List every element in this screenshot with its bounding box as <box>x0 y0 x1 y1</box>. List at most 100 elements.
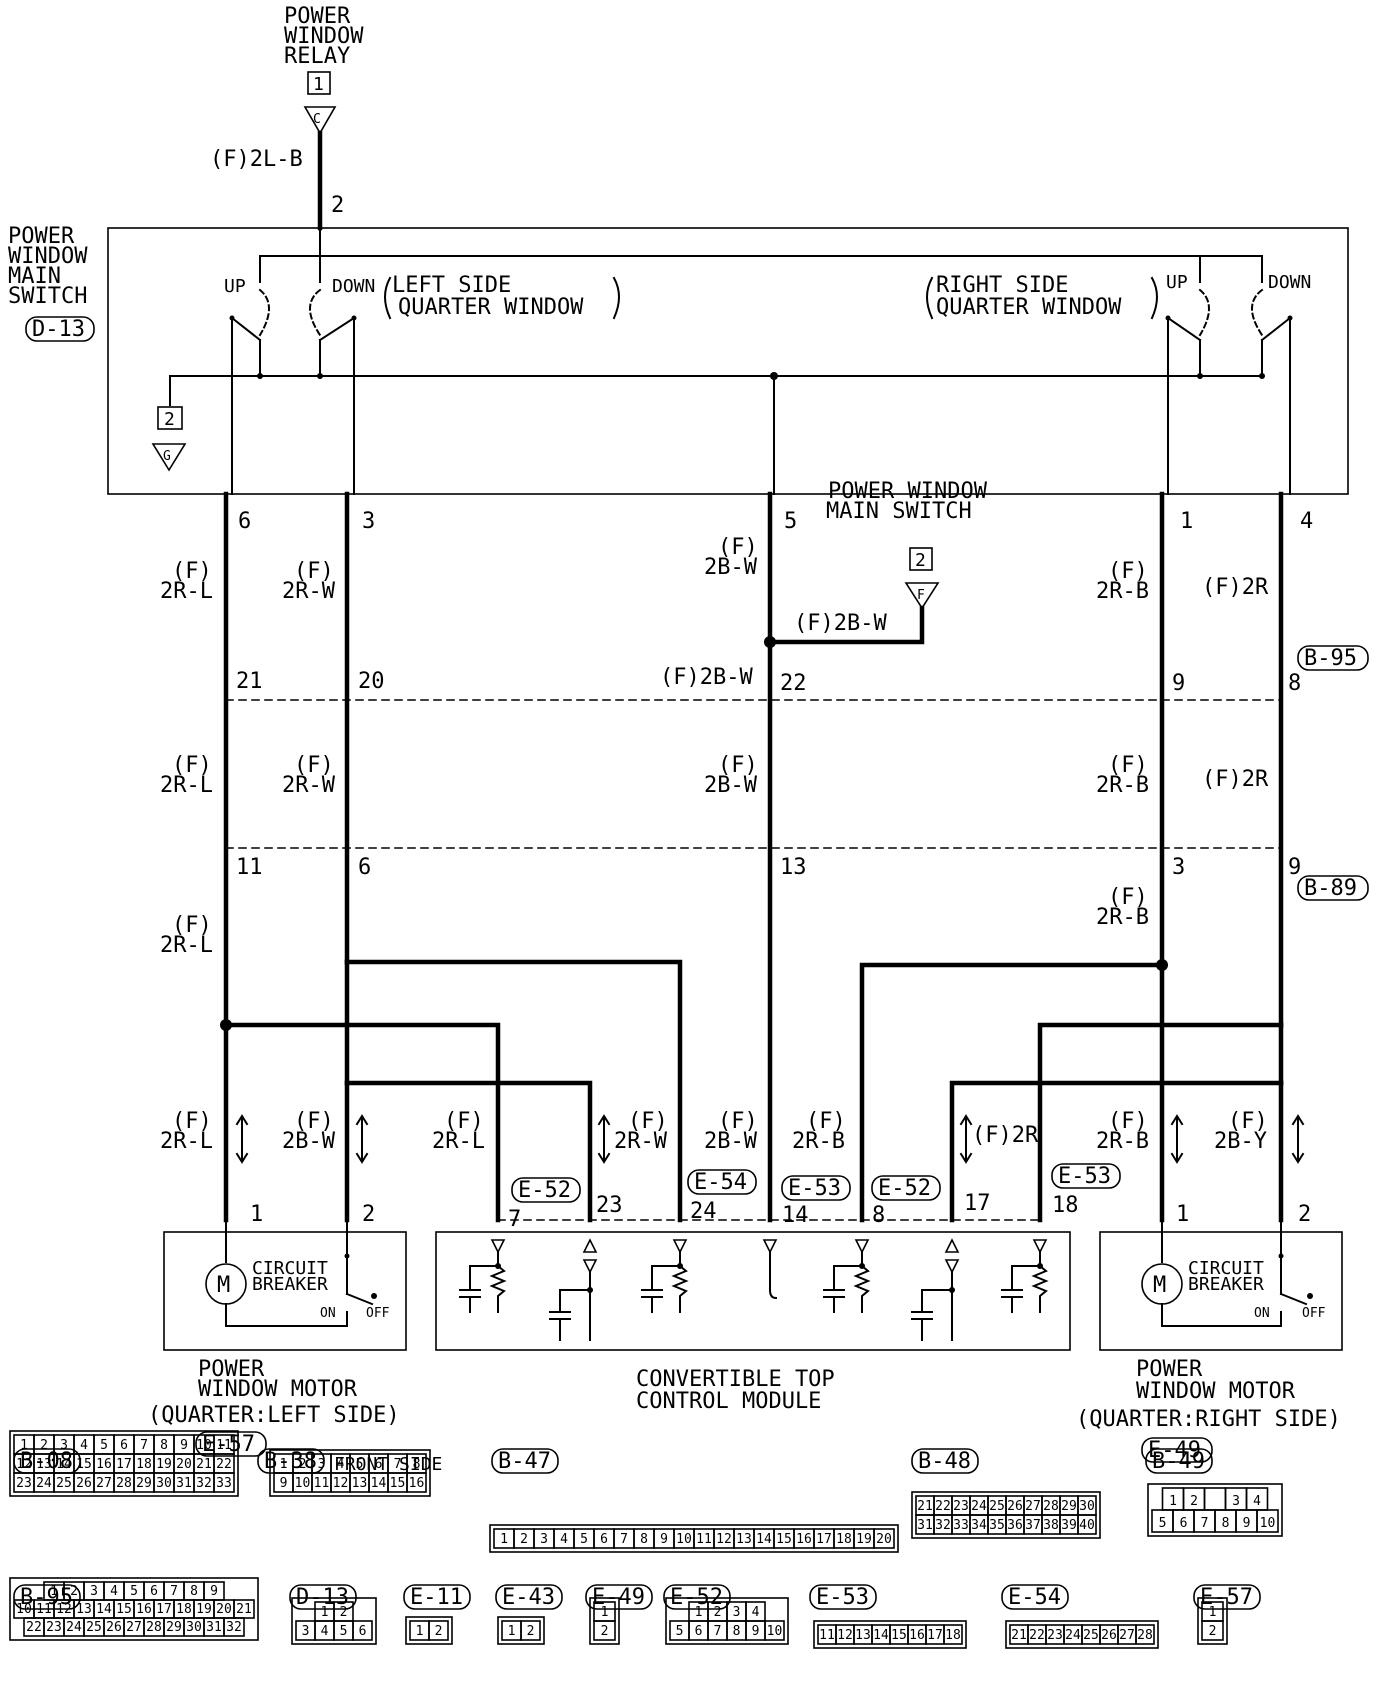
connector-pin-number: 35 <box>989 1518 1005 1533</box>
wl-2rw-1b: 2R-W <box>282 579 336 604</box>
wl-2rw-2b: 2R-W <box>282 773 336 798</box>
main-switch-ref-box <box>909 547 933 571</box>
connector-pin-number: 25 <box>989 1499 1005 1514</box>
connector-pin-number: 10 <box>295 1476 311 1491</box>
wire-2rl-to-module <box>223 1022 501 1223</box>
wl-2rb-6a: (F) <box>1108 1109 1148 1134</box>
j1-pin-b: 20 <box>358 669 385 694</box>
left-side-label-2: QUARTER WINDOW <box>398 295 584 320</box>
connector-pin-number: 28 <box>1043 1499 1059 1514</box>
switch-pin-1: 1 <box>1180 509 1193 534</box>
connector-pin-number: 25 <box>1083 1628 1099 1643</box>
connector-pin-number: 26 <box>76 1476 92 1491</box>
connector-pin-number: 3 <box>90 1584 98 1599</box>
direction-arrow <box>355 1114 369 1164</box>
wire-labels: (F) 2R-L (F) 2R-W (F) 2B-W (F) 2R-B (F)2… <box>160 479 1305 1164</box>
connector-pin-number: 9 <box>660 1532 668 1547</box>
connector-pin-number: 22 <box>935 1499 951 1514</box>
connector-pin-number: 30 <box>156 1476 172 1491</box>
connector-pin-number: 19 <box>856 1532 872 1547</box>
connector-pin-number: 24 <box>971 1499 987 1514</box>
right-motor-title-3: (QUARTER:RIGHT SIDE) <box>1076 1407 1341 1432</box>
left-motor-title-1: POWER <box>198 1357 265 1382</box>
connector-name-pill <box>911 1448 979 1474</box>
connector-cavity <box>520 1620 541 1641</box>
connector-housing <box>1197 1597 1228 1645</box>
connector-pin-number: 8 <box>160 1438 168 1453</box>
wl-2rl-1a: (F) <box>172 559 212 584</box>
connector-pin-number: 10 <box>196 1438 212 1453</box>
connector-cavity <box>1135 1624 1155 1645</box>
main-switch-ref-title-2: MAIN SWITCH <box>826 499 972 524</box>
module-internal-circuits <box>459 1238 1049 1341</box>
connector-pin-number: 13 <box>855 1628 871 1643</box>
left-motor-connector: E-57 <box>202 1432 255 1457</box>
connector-pin-number: 24 <box>36 1476 52 1491</box>
left-motor-box <box>163 1231 407 1351</box>
direction-arrow <box>235 1114 249 1164</box>
connector-pin-number: 30 <box>186 1620 202 1635</box>
connector-pin-number: 9 <box>210 1584 218 1599</box>
connector-pin-number: 18 <box>945 1628 961 1643</box>
connector-pin-number: 23 <box>953 1499 969 1514</box>
connector-pin-number: 6 <box>150 1584 158 1599</box>
connector-pin-number: 29 <box>166 1620 182 1635</box>
wl-2rl-3a: (F) <box>172 913 212 938</box>
relay-pin: 2 <box>331 193 344 218</box>
module-pin-8: 8 <box>872 1203 885 1228</box>
connector-name: E-54 <box>1008 1585 1061 1610</box>
module-connector-e54: E-54 <box>694 1170 747 1195</box>
wl-2rb-5a: (F) <box>806 1109 846 1134</box>
switch-pin-4: 4 <box>1300 509 1313 534</box>
connector-pin-number: 2 <box>40 1438 48 1453</box>
j1-pin-e: 8 <box>1288 671 1301 696</box>
connector-pin-number: 3 <box>1232 1494 1240 1509</box>
wire-2bw-branch <box>767 605 925 645</box>
wl-2rl-3b: 2R-L <box>160 933 213 958</box>
connector-pin-number: 39 <box>1061 1518 1077 1533</box>
connector-pin-number: 9 <box>180 1438 188 1453</box>
right-circuit-2: BREAKER <box>1188 1274 1264 1295</box>
wl-2rl-1b: 2R-L <box>160 579 213 604</box>
connector-pin-number: 1 <box>50 1584 58 1599</box>
module-title-2: CONTROL MODULE <box>636 1389 821 1414</box>
connector-pin-number: 3 <box>733 1605 741 1620</box>
connector-pin-number: 31 <box>917 1518 933 1533</box>
harness-wires <box>220 491 1284 1223</box>
connector-pin-number: 3 <box>540 1532 548 1547</box>
j2-pin-e: 9 <box>1288 855 1301 880</box>
right-motor-m: M <box>1153 1273 1166 1298</box>
connector-pin-number: 8 <box>733 1624 741 1639</box>
connector-cavity <box>213 1472 235 1493</box>
right-down-label: DOWN <box>1268 272 1311 293</box>
connector-pin-number: 23 <box>46 1620 62 1635</box>
main-switch-connector: D-13 <box>32 317 85 342</box>
wl-2bw-branch: (F)2B-W <box>794 611 887 636</box>
junction-b95: 21 20 22 9 8 B-95 <box>236 645 1369 696</box>
wire-2r-to-module <box>1037 1022 1284 1223</box>
connector-pin-number: 7 <box>1201 1516 1209 1531</box>
main-switch-title-4: SWITCH <box>8 284 87 309</box>
connector-name-pill <box>491 1448 559 1474</box>
j2-pin-c: 13 <box>780 855 807 880</box>
connector-pin-number: 5 <box>356 1457 364 1472</box>
left-motor-connector-pill <box>195 1431 267 1457</box>
connector-pin-number: 4 <box>321 1624 329 1639</box>
connector-pin-number: 17 <box>927 1628 943 1643</box>
connector-cavity <box>428 1620 449 1641</box>
left-up-label: UP <box>224 276 246 297</box>
connector-pin-number: 2 <box>70 1584 78 1599</box>
connector-pin-number: 26 <box>106 1620 122 1635</box>
connector-pin-number: 6 <box>359 1624 367 1639</box>
wl-2bw-2a: (F) <box>718 753 758 778</box>
wl-2by-6a: (F) <box>1228 1109 1268 1134</box>
connector-pin-number: 13 <box>36 1457 52 1472</box>
connector-pin-number: 1 <box>20 1438 28 1453</box>
